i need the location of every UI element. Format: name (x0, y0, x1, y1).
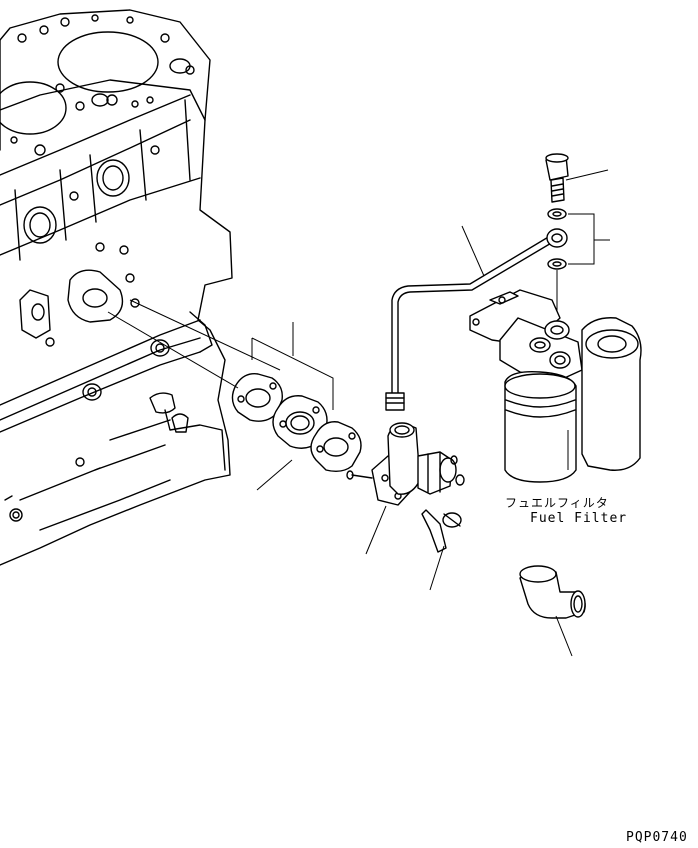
fuel-line (385, 225, 568, 411)
fuel-filter-label-japanese: フュエルフィルタ (505, 496, 609, 510)
fuel-filter-label-english: Fuel Filter (530, 511, 628, 526)
feed-pump (346, 422, 465, 555)
gasket-set (107, 299, 362, 491)
drawing-code: PQP0740 (626, 830, 688, 845)
bolt (421, 509, 462, 591)
joint-bolt (545, 153, 610, 320)
engine-block (0, 9, 233, 566)
elbow-fitting (519, 565, 586, 657)
fuel-filter (469, 289, 642, 483)
